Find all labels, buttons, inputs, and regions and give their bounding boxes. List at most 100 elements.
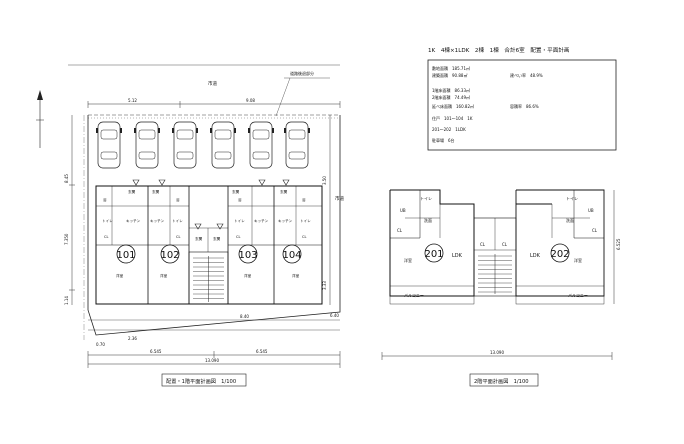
label-cl-101: CL (104, 235, 109, 239)
label-entrance-102: 玄関 (152, 189, 160, 194)
car-icon (248, 121, 274, 169)
car-rear-window (252, 151, 270, 160)
entrance-markers (132, 179, 290, 230)
car-body (285, 121, 309, 169)
entrance-triangle-icon (258, 179, 266, 186)
plan1-bottom-dims: 8.40 6.40 0.70 2.36 6.545 6.545 13.090 (87, 313, 341, 368)
label-toilet-201: トイレ (420, 196, 432, 201)
label-bath-103: 浴 (238, 197, 242, 202)
car-icon (284, 121, 310, 169)
label-cl-202: CL (592, 228, 598, 233)
label-cl-201: CL (397, 228, 403, 233)
entrance-triangle-icon (194, 223, 202, 230)
entrance-triangle-icon (282, 179, 290, 186)
unit-201: 201 (424, 249, 443, 260)
title-block-heading: 1K 4棟×1LDK 2棟 1棟 合計6室 配置・平面計画 (428, 46, 570, 54)
unit-101: 101 (116, 250, 135, 261)
label-toilet-104: トイレ (300, 219, 311, 223)
title-block-box (427, 59, 617, 151)
dim-right-lower: 3.33 (322, 281, 327, 290)
dim-left-upper: 8.45 (64, 174, 69, 183)
car-body (249, 121, 273, 169)
car-mirror (196, 128, 198, 133)
title-line-1: 建築面積 90.88㎡ (432, 72, 467, 78)
title-line-8: 201〜202 1LDK (432, 127, 466, 132)
dim2-right-total: 6.525 (616, 238, 621, 250)
dim-bottom-left: 0.70 (96, 342, 105, 347)
label-entrance-103: 玄関 (232, 189, 240, 194)
car-mirror (308, 128, 310, 133)
label-toilet-101: トイレ (102, 219, 113, 223)
car-mirror (272, 128, 274, 133)
dim2-bottom-total: 13.090 (490, 350, 504, 355)
car-windshield (252, 129, 270, 140)
entrance-triangle-icon (158, 179, 166, 186)
setback-label: 道路後退部分 (290, 70, 314, 76)
caption-plan1-box (161, 373, 247, 387)
unit-202: 202 (550, 249, 569, 260)
car-mirror (134, 128, 136, 133)
label-main-202: 洋室 (574, 257, 582, 263)
label-main-102: 洋室 (160, 273, 168, 278)
label-bath-104: 浴 (302, 197, 306, 202)
label-ldk-202: LDK (530, 253, 541, 259)
building-1f (95, 185, 323, 305)
dim-top-left: 5.12 (128, 98, 137, 103)
title-line-3: 1階床面積 86.33㎡ (432, 87, 470, 93)
label-bath-102: 浴 (176, 197, 180, 202)
car-rear-window (214, 151, 232, 160)
car-icon (134, 121, 160, 169)
car-rear-window (100, 151, 118, 160)
label-wash-202: 洗面 (566, 217, 574, 223)
unit-102: 102 (160, 250, 179, 261)
label-bath-202: UB (588, 208, 594, 213)
label-entrance-c2: 玄関 (213, 236, 221, 241)
car-body (211, 121, 235, 169)
caption-plan1: 配置・1階平面計画図 1/100 (166, 377, 236, 385)
car-windshield (138, 129, 156, 140)
label-entrance-101: 玄関 (128, 189, 136, 194)
title-line-7: 住戸 101〜104 1K (432, 115, 473, 121)
title-line-9: 駐車場 6台 (432, 137, 455, 143)
car-mirror (284, 128, 286, 133)
label-kitchen-104: キッチン (278, 218, 293, 223)
entrance-triangle-icon (216, 223, 224, 230)
title-line-4: 2階床面積 74.49㎡ (432, 94, 470, 100)
dim-bottom-total: 13.090 (205, 358, 219, 363)
unit-badges-2f: 201 202 (424, 243, 570, 263)
label-cl-core-2: CL (502, 242, 508, 247)
label-entrance-104: 玄関 (280, 189, 288, 194)
label-cl-core-1: CL (480, 242, 486, 247)
car-windshield (288, 129, 306, 140)
dim-left-lower: 1.14 (64, 296, 69, 305)
title-line-2: 建ぺい率 48.9% (510, 72, 543, 78)
label-main-103: 洋室 (244, 273, 252, 278)
dim-bottom-2: 6.545 (256, 349, 268, 354)
unit-104: 104 (282, 250, 301, 261)
label-balcony-202: バルコニー (568, 293, 588, 298)
label-ldk-201: LDK (452, 253, 463, 259)
dim-inner-1: 8.40 (240, 314, 249, 319)
label-balcony-201: バルコニー (404, 293, 424, 298)
car-windshield (176, 129, 194, 140)
caption-plan2: 2階平面計画図 1/100 (474, 377, 529, 385)
car-rear-window (176, 151, 194, 160)
label-toilet-102: トイレ (172, 219, 183, 223)
caption-plan2-box (469, 373, 539, 387)
unit-badges-1f: 101 102 103 104 (116, 244, 302, 264)
car-icon (96, 121, 122, 169)
car-rear-window (138, 151, 156, 160)
car-rear-window (288, 151, 306, 160)
dim-bottom-mid: 2.36 (128, 336, 137, 341)
dim-left-total: 7.350 (64, 233, 69, 245)
car-mirror (248, 128, 250, 133)
label-bath-101: 浴 (103, 197, 107, 202)
label-toilet-103: トイレ (234, 219, 245, 223)
title-line-0: 敷地面積 185.71㎡ (432, 65, 470, 71)
label-toilet-202: トイレ (566, 196, 578, 201)
car-mirror (172, 128, 174, 133)
building-2f (389, 189, 605, 305)
car-mirror (96, 128, 98, 133)
stair-1f (193, 256, 224, 302)
